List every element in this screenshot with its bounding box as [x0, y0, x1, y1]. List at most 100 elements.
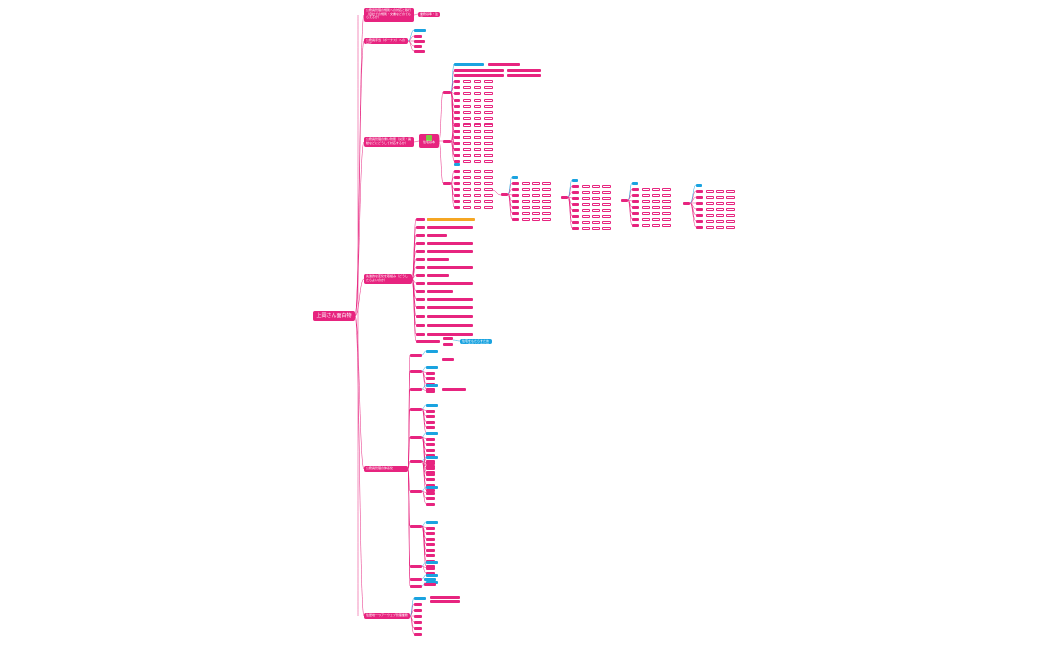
detail-node[interactable] [454, 98, 460, 102]
detail-node[interactable] [427, 266, 473, 269]
detail-node[interactable] [484, 188, 493, 191]
detail-node[interactable] [463, 130, 471, 133]
detail-node[interactable] [706, 208, 714, 211]
detail-node[interactable] [507, 74, 541, 77]
detail-node[interactable] [484, 182, 493, 185]
detail-node[interactable] [454, 154, 460, 157]
detail-node[interactable] [426, 566, 435, 570]
detail-node[interactable] [592, 203, 600, 206]
detail-node[interactable] [443, 337, 453, 340]
detail-node[interactable] [706, 214, 714, 217]
detail-node[interactable] [561, 196, 568, 199]
detail-node[interactable] [426, 456, 438, 459]
detail-node[interactable] [416, 258, 425, 261]
detail-node[interactable] [414, 50, 425, 53]
detail-node[interactable] [454, 86, 460, 90]
detail-node[interactable] [426, 497, 435, 500]
detail-node[interactable] [463, 142, 471, 145]
detail-node[interactable] [426, 574, 438, 577]
detail-node[interactable] [426, 502, 435, 506]
detail-node[interactable] [426, 350, 438, 353]
detail-node[interactable] [512, 188, 519, 191]
detail-node[interactable] [592, 227, 600, 230]
detail-node[interactable] [463, 124, 471, 127]
detail-node[interactable] [454, 63, 484, 66]
detail-node[interactable] [416, 218, 425, 221]
detail-node[interactable] [463, 86, 471, 90]
branch-node-1-tag[interactable]: 業務基準・注意 [418, 12, 440, 17]
detail-node[interactable] [474, 136, 481, 139]
detail-node[interactable] [426, 420, 435, 424]
detail-node[interactable] [426, 472, 435, 476]
detail-node[interactable] [463, 117, 471, 121]
detail-node[interactable] [632, 218, 639, 221]
root-node[interactable]: 上岡さん面白物 [313, 311, 355, 321]
detail-node[interactable] [474, 104, 481, 108]
detail-node[interactable] [592, 185, 600, 188]
detail-node[interactable] [416, 324, 425, 327]
detail-node[interactable] [410, 525, 422, 528]
detail-node[interactable] [426, 521, 438, 524]
detail-node[interactable] [696, 226, 703, 229]
detail-node[interactable] [426, 454, 435, 457]
detail-node[interactable] [652, 206, 660, 209]
detail-node[interactable] [602, 203, 611, 206]
detail-node[interactable] [443, 91, 451, 94]
detail-node[interactable] [463, 194, 471, 197]
detail-node[interactable] [572, 185, 579, 188]
detail-node[interactable] [474, 160, 481, 163]
detail-node[interactable] [716, 190, 724, 193]
detail-node[interactable] [522, 194, 530, 197]
detail-node[interactable] [427, 226, 473, 229]
detail-node[interactable] [416, 315, 425, 318]
detail-node[interactable] [426, 572, 435, 575]
detail-node[interactable] [726, 214, 735, 217]
detail-node[interactable] [532, 212, 540, 215]
detail-node[interactable] [522, 206, 530, 209]
detail-node[interactable] [642, 218, 650, 221]
detail-node[interactable] [652, 224, 660, 227]
note-node-bottom-right[interactable]: 住宅をもたらすために公務員の住宅管理の状況を入れる [460, 339, 492, 344]
detail-node[interactable] [592, 221, 600, 224]
detail-node[interactable] [414, 603, 422, 606]
detail-node[interactable] [426, 554, 435, 557]
detail-node[interactable] [454, 111, 460, 114]
detail-node[interactable] [474, 182, 481, 185]
detail-node[interactable] [426, 371, 435, 375]
detail-node[interactable] [582, 227, 590, 230]
detail-node[interactable] [474, 200, 481, 203]
detail-node[interactable] [696, 190, 703, 193]
detail-node[interactable] [621, 199, 628, 202]
detail-node[interactable] [414, 40, 425, 43]
detail-node[interactable] [454, 104, 460, 108]
branch-node-2[interactable]: 公務員手当（ボーナス）への対応 [364, 38, 408, 44]
detail-node[interactable] [454, 182, 460, 185]
detail-node[interactable] [652, 188, 660, 191]
detail-node[interactable] [463, 176, 471, 179]
detail-node[interactable] [542, 200, 551, 203]
detail-node[interactable] [416, 250, 425, 253]
detail-node[interactable] [662, 206, 671, 209]
detail-node[interactable] [572, 191, 579, 194]
detail-node[interactable] [484, 92, 493, 96]
detail-node[interactable] [416, 340, 440, 343]
detail-node[interactable] [484, 86, 493, 90]
detail-node[interactable] [426, 561, 438, 564]
detail-node[interactable] [484, 160, 493, 163]
detail-node[interactable] [416, 234, 425, 237]
detail-node[interactable] [484, 148, 493, 151]
detail-node[interactable] [474, 188, 481, 191]
detail-node[interactable] [522, 212, 530, 215]
detail-node[interactable] [602, 227, 611, 230]
detail-node[interactable] [696, 208, 703, 211]
detail-node[interactable] [522, 200, 530, 203]
detail-node[interactable] [410, 460, 422, 463]
detail-node[interactable] [463, 92, 471, 96]
detail-node[interactable] [426, 581, 438, 584]
detail-node[interactable] [726, 220, 735, 223]
detail-node[interactable] [726, 196, 735, 199]
detail-node[interactable] [512, 206, 519, 209]
detail-node[interactable] [426, 461, 435, 465]
detail-node[interactable] [484, 111, 493, 114]
detail-node[interactable] [454, 136, 460, 139]
